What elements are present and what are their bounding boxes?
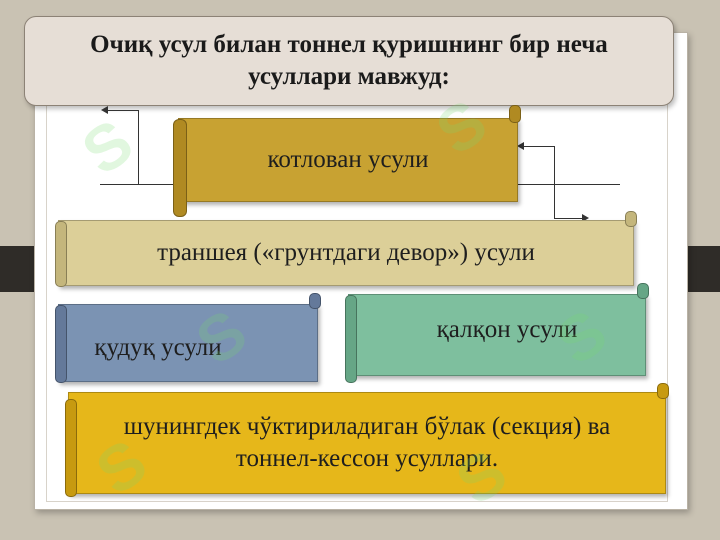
connector-right-base (516, 184, 620, 185)
title-line-1: Очиқ усул билан тоннел қуришнинг бир неч… (90, 31, 608, 58)
scroll-roll-right (309, 293, 321, 309)
scroll-roll-left (173, 119, 187, 217)
kotlovan-label: котлован усули (267, 146, 429, 173)
scroll-roll-left (55, 305, 67, 383)
scroll-transheya: траншея («грунтдаги девор») усули (55, 211, 637, 287)
scroll-roll-right (657, 383, 669, 399)
arrow-right-top-icon (517, 142, 524, 150)
connector-left-to-scroll (138, 184, 174, 185)
title-banner: Очиқ усул билан тоннел қуришнинг бир неч… (24, 16, 674, 106)
title-line-2: усуллари мавжуд: (248, 63, 450, 90)
arrow-left-icon (101, 106, 108, 114)
kalkon-label: қалқон усули (436, 316, 578, 343)
connector-right-bottom (554, 218, 582, 219)
scroll-roll-left (345, 295, 357, 383)
connector-right-vertical (554, 146, 555, 218)
connector-right-top (524, 146, 554, 147)
scroll-roll-left (65, 399, 77, 497)
scroll-shuningdek: шунингдек чўктириладиган бўлак (секция) … (65, 383, 669, 497)
scroll-roll-right (625, 211, 637, 227)
scroll-kotlovan: котлован усули (173, 105, 521, 217)
scroll-roll-right (509, 105, 521, 123)
shuningdek-label: шунингдек чўктириладиган бўлак (секция) … (87, 411, 647, 475)
transheya-label: траншея («грунтдаги девор») усули (157, 239, 535, 266)
scroll-kuduk: қудуқ усули (55, 293, 321, 383)
slide-title: Очиқ усул билан тоннел қуришнинг бир неч… (49, 29, 649, 93)
scroll-kalkon: қалқон усули (345, 283, 649, 383)
arrow-right-bottom-icon (582, 214, 589, 222)
scroll-roll-right (637, 283, 649, 299)
kuduk-label: қудуқ усули (94, 334, 222, 361)
shuningdek-line-1: шунингдек чўктириладиган бўлак (секция) … (123, 413, 611, 440)
shuningdek-line-2: тоннел-кессон усуллари. (235, 445, 499, 472)
connector-left-top (108, 110, 138, 111)
scroll-roll-left (55, 221, 67, 287)
connector-left-vertical (138, 110, 139, 184)
